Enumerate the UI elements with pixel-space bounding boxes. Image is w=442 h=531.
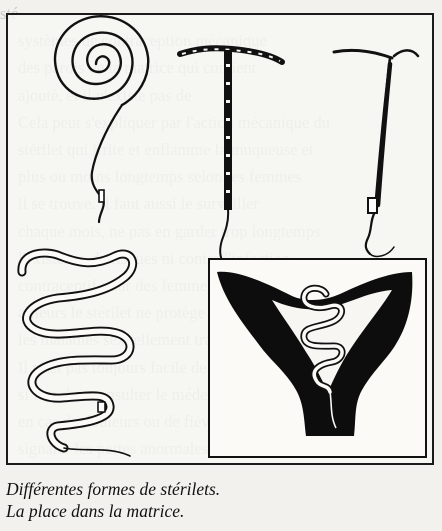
figure-caption: Différentes formes de stérilets. La plac…: [0, 478, 442, 522]
illustration-frame: [6, 13, 434, 465]
caption-line-1: Différentes formes de stérilets.: [0, 478, 442, 500]
caption-line-2: La place dans la matrice.: [0, 500, 442, 522]
